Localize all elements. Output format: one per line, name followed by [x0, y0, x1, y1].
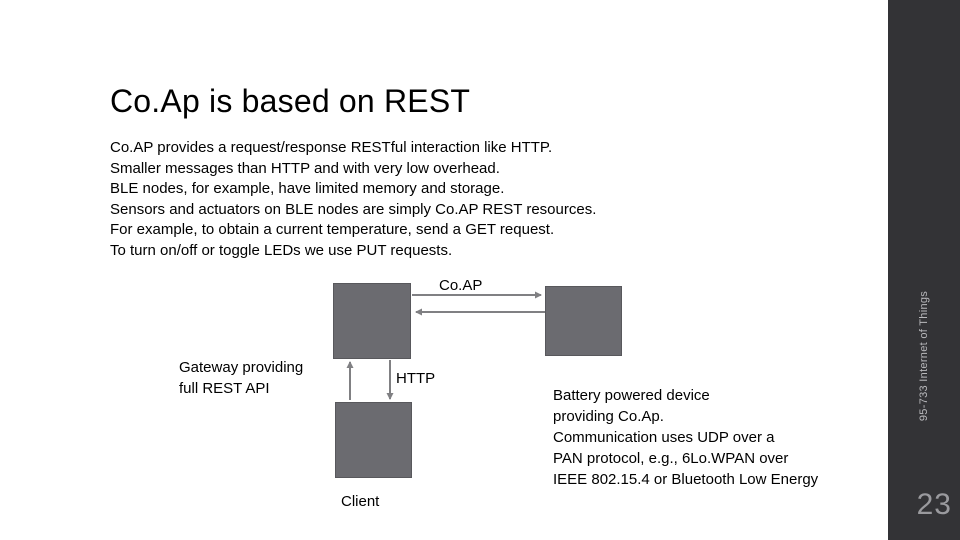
device-description: Battery powered device providing Co.Ap. …	[553, 385, 818, 490]
gateway-label-line: full REST API	[179, 380, 270, 397]
body-text-block: Co.AP provides a request/response RESTfu…	[110, 138, 596, 261]
gateway-label: Gateway providing full REST API	[179, 357, 303, 399]
device-node-box	[545, 286, 622, 356]
slide-sidebar: 95-733 Internet of Things 23	[888, 0, 960, 540]
architecture-diagram: Co.AP HTTP Client Gateway providing full…	[179, 277, 818, 510]
body-line: Smaller messages than HTTP and with very…	[110, 159, 500, 177]
gateway-node-box	[333, 283, 411, 359]
body-line: To turn on/off or toggle LEDs we use PUT…	[110, 241, 453, 259]
client-node-box	[335, 402, 412, 478]
client-label: Client	[341, 493, 380, 510]
body-line: For example, to obtain a current tempera…	[110, 221, 555, 238]
page-number: 23	[916, 488, 952, 521]
gateway-label-line: Gateway providing	[179, 359, 304, 376]
device-description-line: IEEE 802.15.4 or Bluetooth Low Energy	[553, 471, 819, 488]
body-line: Sensors and actuators on BLE nodes are s…	[110, 200, 597, 218]
body-line: BLE nodes, for example, have limited mem…	[110, 180, 505, 197]
device-description-line: Battery powered device	[553, 387, 710, 404]
device-description-line: providing Co.Ap.	[553, 408, 664, 425]
protocol-label-coap: Co.AP	[439, 277, 483, 294]
body-line: Co.AP provides a request/response RESTfu…	[110, 139, 553, 156]
device-description-line: Communication uses UDP over a	[553, 429, 775, 446]
device-description-line: PAN protocol, e.g., 6Lo.WPAN over	[553, 450, 789, 467]
course-label: 95-733 Internet of Things	[918, 290, 930, 422]
protocol-label-http: HTTP	[396, 370, 436, 387]
page-title: Co.Ap is based on REST	[110, 83, 471, 119]
